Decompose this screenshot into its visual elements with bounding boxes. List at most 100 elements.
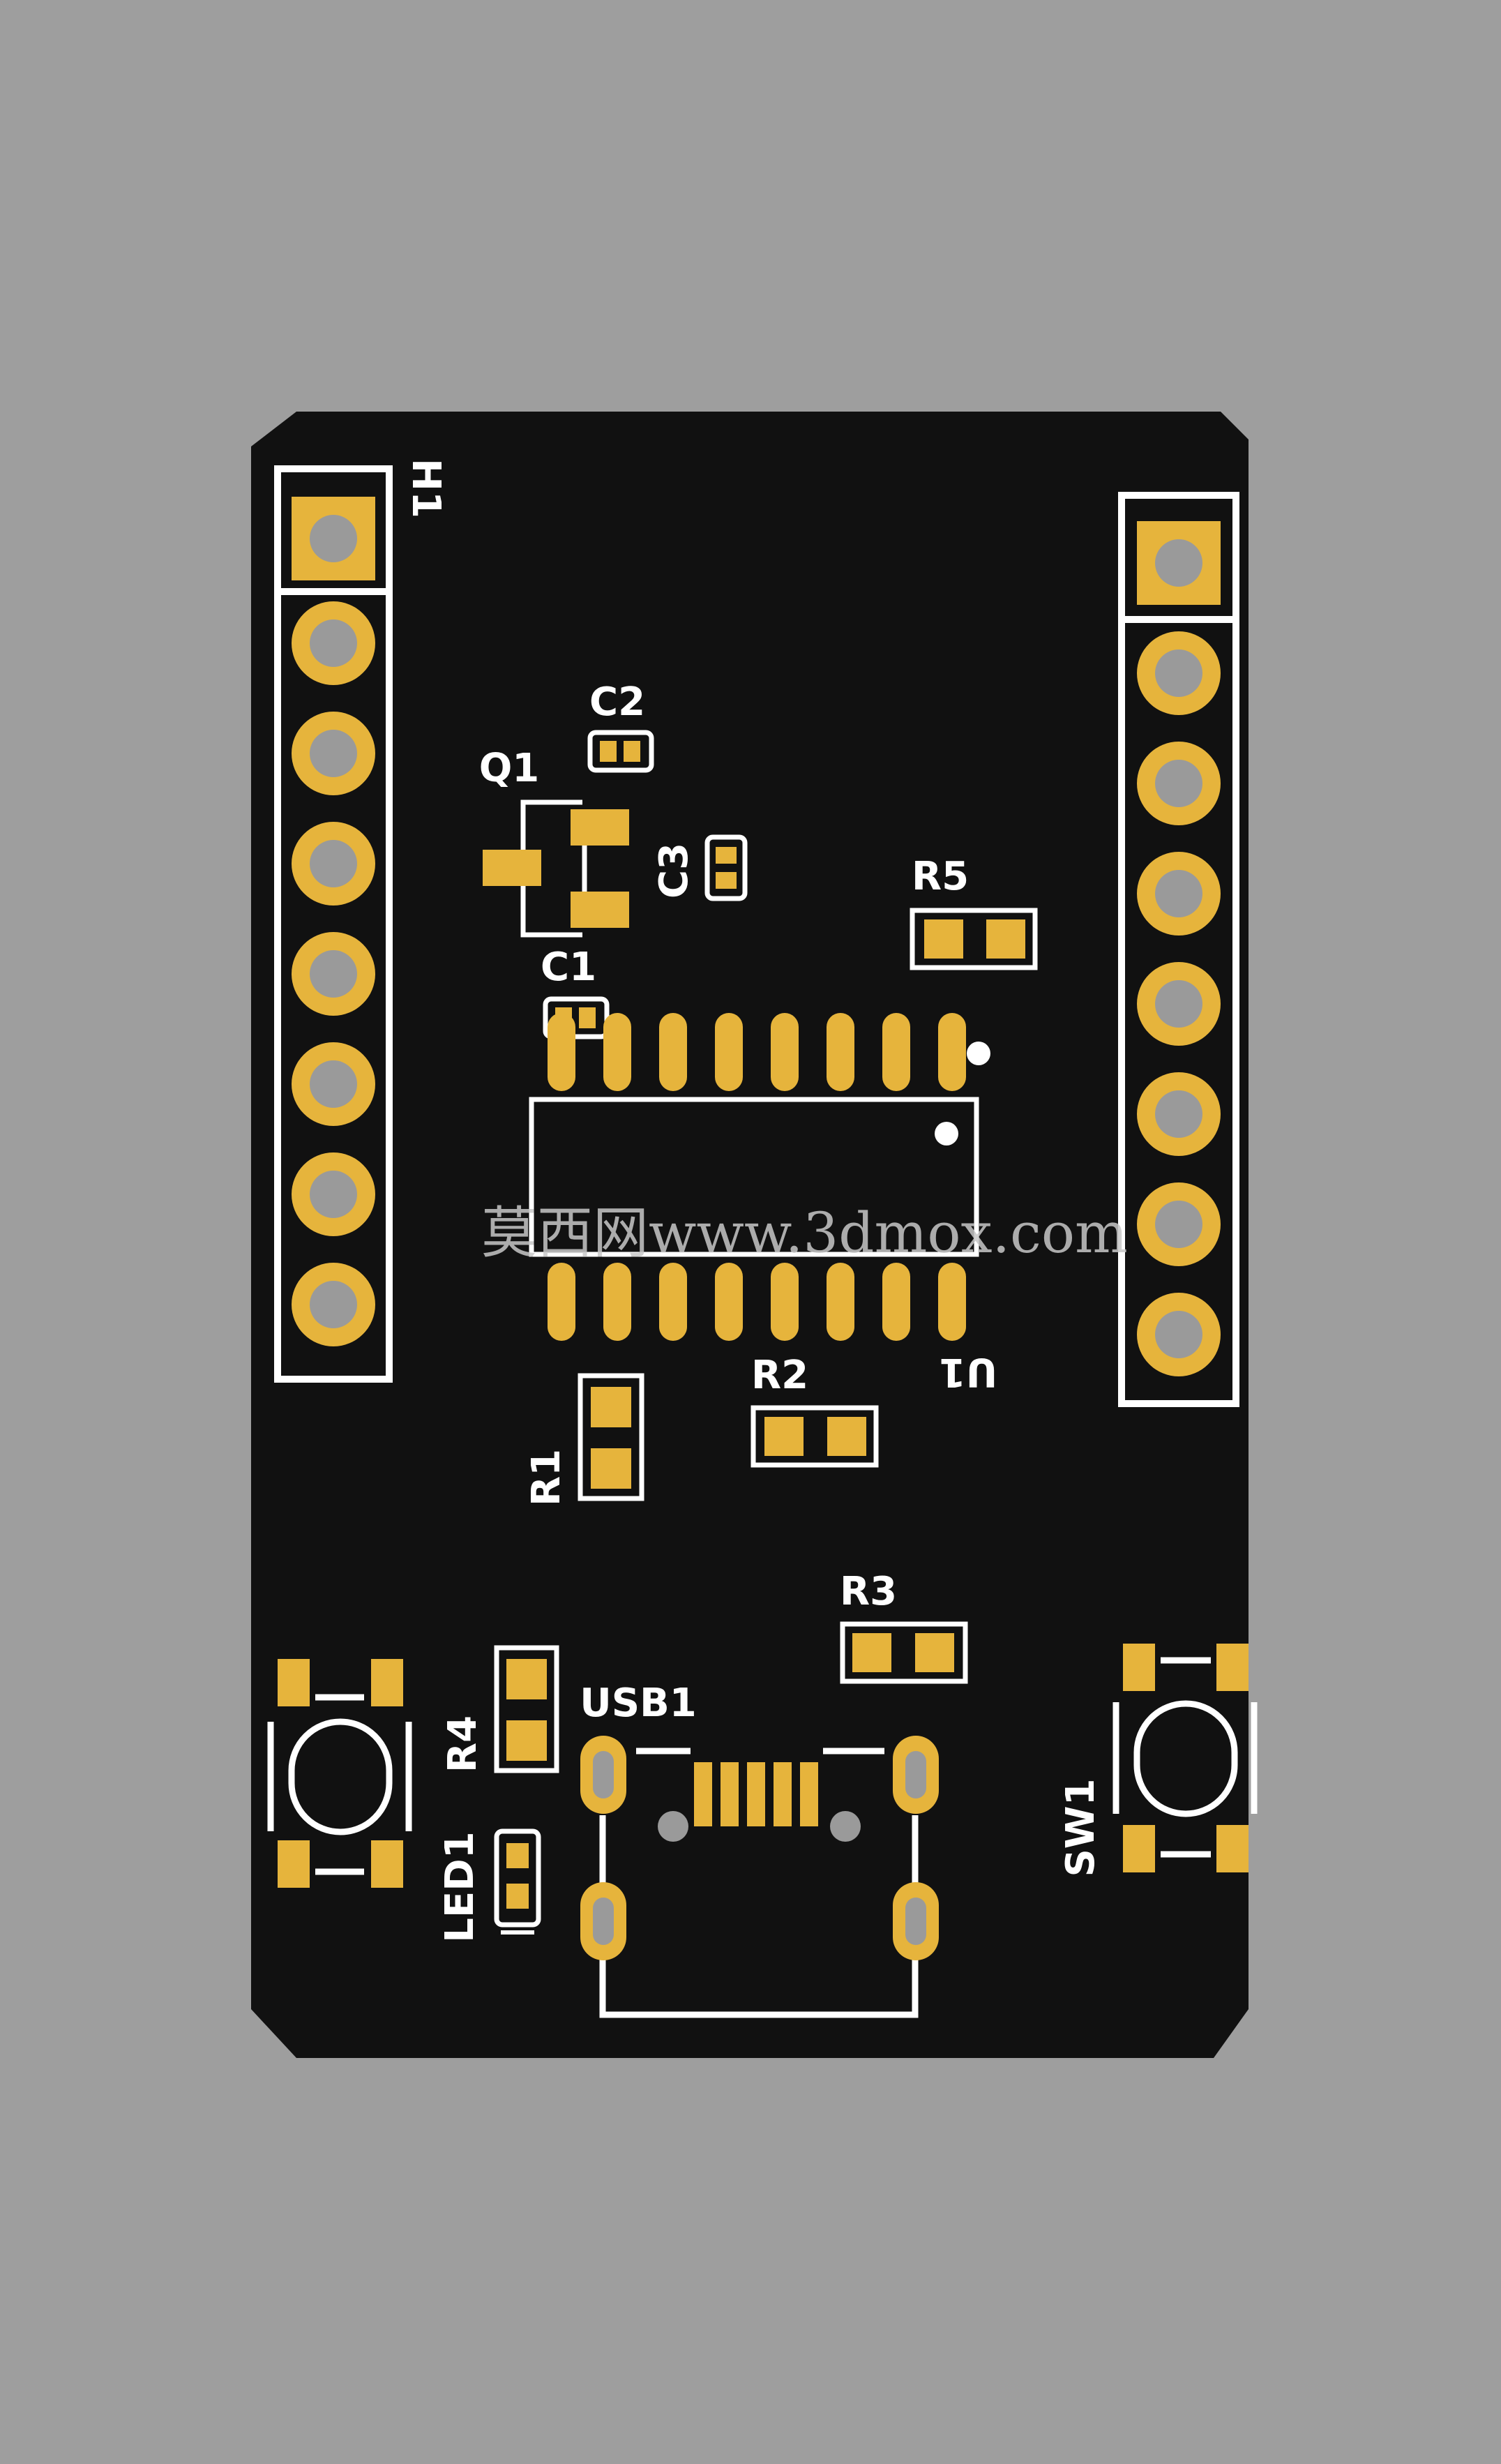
r3-outline [840, 1621, 968, 1684]
r1-label: R1 [524, 1449, 569, 1506]
h1-label: H1 [403, 458, 448, 518]
u1-pin-bottom [938, 1263, 966, 1341]
circle-hole-icon [1155, 1311, 1202, 1358]
circle-hole-icon [310, 1171, 357, 1218]
circle-hole-icon [310, 1060, 357, 1108]
u1-pin-top [827, 1013, 854, 1091]
r4-pad-bottom [506, 1720, 547, 1761]
led1-pad-top [506, 1843, 529, 1868]
capacitor-c1: C1 [541, 945, 610, 1039]
circle-hole-icon [310, 950, 357, 998]
resistor-r2: R2 [750, 1353, 879, 1468]
r1-pad-top [591, 1387, 631, 1427]
r3-label: R3 [840, 1569, 897, 1614]
led1-pad-bottom [506, 1884, 529, 1909]
c2-outline [587, 730, 654, 773]
c2-pad-left [600, 741, 617, 762]
u1-pin-top [882, 1013, 910, 1091]
header-h1-outline [274, 465, 393, 1383]
r5-label: R5 [912, 854, 969, 899]
c3-label: C3 [651, 843, 697, 899]
usb1-label: USB1 [580, 1681, 696, 1726]
u1-pin-top [548, 1013, 575, 1091]
circle-hole-icon [1155, 980, 1202, 1028]
u1-pin-top [603, 1013, 631, 1091]
u1-pin-bottom [882, 1263, 910, 1341]
led-led1: LED1 [437, 1828, 541, 1943]
usb1-shield-slot-tl [593, 1751, 614, 1798]
resistor-r3: R3 [840, 1569, 968, 1684]
left-switch-actuator [288, 1718, 393, 1835]
u1-pin-bottom [771, 1263, 799, 1341]
r3-pad-right [915, 1633, 954, 1672]
circle-hole-icon [1155, 1201, 1202, 1248]
r2-outline [750, 1405, 879, 1468]
c2-pad-right [624, 741, 640, 762]
sw1-pad-tl [1123, 1644, 1155, 1691]
u1-pin-top [659, 1013, 687, 1091]
u1-pin-bottom [603, 1263, 631, 1341]
u1-pin-bottom [715, 1263, 743, 1341]
r4-pad-top [506, 1659, 547, 1699]
header-h1-pin1-hole [310, 515, 357, 562]
q1-pad-3 [571, 892, 629, 928]
transistor-q1: Q1 [479, 746, 629, 938]
r2-pad-left [764, 1417, 804, 1456]
circle-hole-icon [1155, 870, 1202, 917]
left-switch-pad-tr [371, 1659, 403, 1706]
left-switch-pad-bl [278, 1840, 310, 1888]
r5-pad-right [986, 919, 1025, 959]
c1-label: C1 [541, 945, 596, 990]
r2-label: R2 [751, 1353, 808, 1398]
ic-u1: U1 [529, 1013, 997, 1395]
header-right [1118, 492, 1239, 1407]
sw1-pad-br [1216, 1825, 1249, 1872]
circle-hole-icon [310, 840, 357, 887]
sw1-actuator [1133, 1700, 1238, 1817]
u1-body-outline [529, 1097, 979, 1257]
circle-hole-icon [310, 619, 357, 667]
led1-outline [494, 1828, 541, 1928]
usb1-signal-pin [774, 1762, 792, 1826]
sw1-label: SW1 [1058, 1778, 1103, 1877]
q1-pad-2 [571, 809, 629, 846]
r1-pad-bottom [591, 1448, 631, 1489]
u1-label: U1 [939, 1349, 997, 1395]
header-h1: H1 [274, 458, 448, 1383]
usb1-signal-pin [800, 1762, 818, 1826]
r5-outline [910, 908, 1038, 970]
left-switch-pad-tl [278, 1659, 310, 1706]
usb-connector-usb1: USB1 [580, 1681, 939, 2018]
resistor-r4: R4 [440, 1645, 559, 1773]
header-right-pin1-hole [1155, 539, 1202, 587]
usb1-signal-pin [694, 1762, 712, 1826]
q1-label: Q1 [479, 746, 540, 791]
circle-hole-icon [310, 1281, 357, 1328]
resistor-r1: R1 [524, 1373, 644, 1506]
circle-hole-icon [1155, 1090, 1202, 1138]
capacitor-c2: C2 [587, 679, 654, 773]
r1-outline [578, 1373, 644, 1501]
r2-pad-right [827, 1417, 866, 1456]
c2-label: C2 [589, 679, 645, 725]
usb1-shield-slot-bl [593, 1898, 614, 1945]
sw1-pad-bl [1123, 1825, 1155, 1872]
u1-pin-top [938, 1013, 966, 1091]
usb1-signal-pin [721, 1762, 739, 1826]
circle-hole-icon [1155, 760, 1202, 807]
u1-pin-top [715, 1013, 743, 1091]
r4-label: R4 [440, 1715, 485, 1773]
r4-outline [494, 1645, 559, 1773]
tact-switch-sw1: SW1 [1058, 1644, 1258, 1877]
usb1-shield-slot-br [905, 1898, 926, 1945]
usb1-shield-slot-tr [905, 1751, 926, 1798]
r3-pad-left [852, 1633, 891, 1672]
resistor-r5: R5 [910, 854, 1038, 970]
circle-hole-icon [1155, 649, 1202, 697]
q1-pad-1 [483, 850, 541, 886]
usb1-signal-pin [747, 1762, 765, 1826]
watermark: 莫西网www.3dmox.com [481, 1201, 1128, 1265]
r5-pad-left [924, 919, 963, 959]
dot-icon [935, 1122, 958, 1145]
